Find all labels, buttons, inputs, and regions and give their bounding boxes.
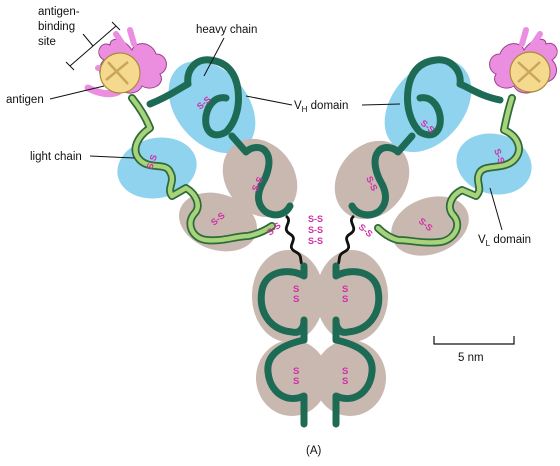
ch3-domain-right [314, 340, 386, 416]
right-fab-arm [319, 30, 557, 266]
disulfide-hinge-1: S-S [308, 214, 323, 224]
label-heavy-chain: heavy chain [196, 24, 257, 36]
panel-label: (A) [306, 445, 322, 457]
label-vl-domain: VL domain [478, 234, 531, 248]
leader-vh-domain-left [246, 96, 292, 105]
disulfide-ch3-left-s2: S [293, 376, 299, 387]
disulfide-ch2-right-s2: S [342, 294, 348, 305]
disulfide-interchain-right: S-S [357, 222, 375, 239]
disulfide-ch3-right-s2: S [342, 376, 348, 387]
vh-suffix: domain [307, 100, 348, 112]
scale-bar [434, 336, 514, 344]
disulfide-hinge-2: S-S [308, 225, 323, 235]
label-antigen-binding-site-line3: site [38, 36, 56, 48]
label-antigen: antigen [6, 94, 44, 106]
disulfide-interchain-left: S-S [265, 220, 283, 237]
disulfide-ch2-left-s2: S [293, 294, 299, 305]
label-vh-domain: VH domain [294, 100, 348, 114]
antigen-left [100, 53, 140, 93]
disulfide-hinge-3: S-S [308, 236, 323, 246]
fc-stem [252, 216, 388, 424]
vl-suffix: domain [490, 234, 531, 246]
label-antigen-binding-site-line2: binding [38, 21, 75, 33]
label-antigen-binding-site-line1: antigen- [38, 6, 80, 18]
label-light-chain: light chain [30, 151, 82, 163]
label-scale-bar: 5 nm [458, 352, 484, 364]
